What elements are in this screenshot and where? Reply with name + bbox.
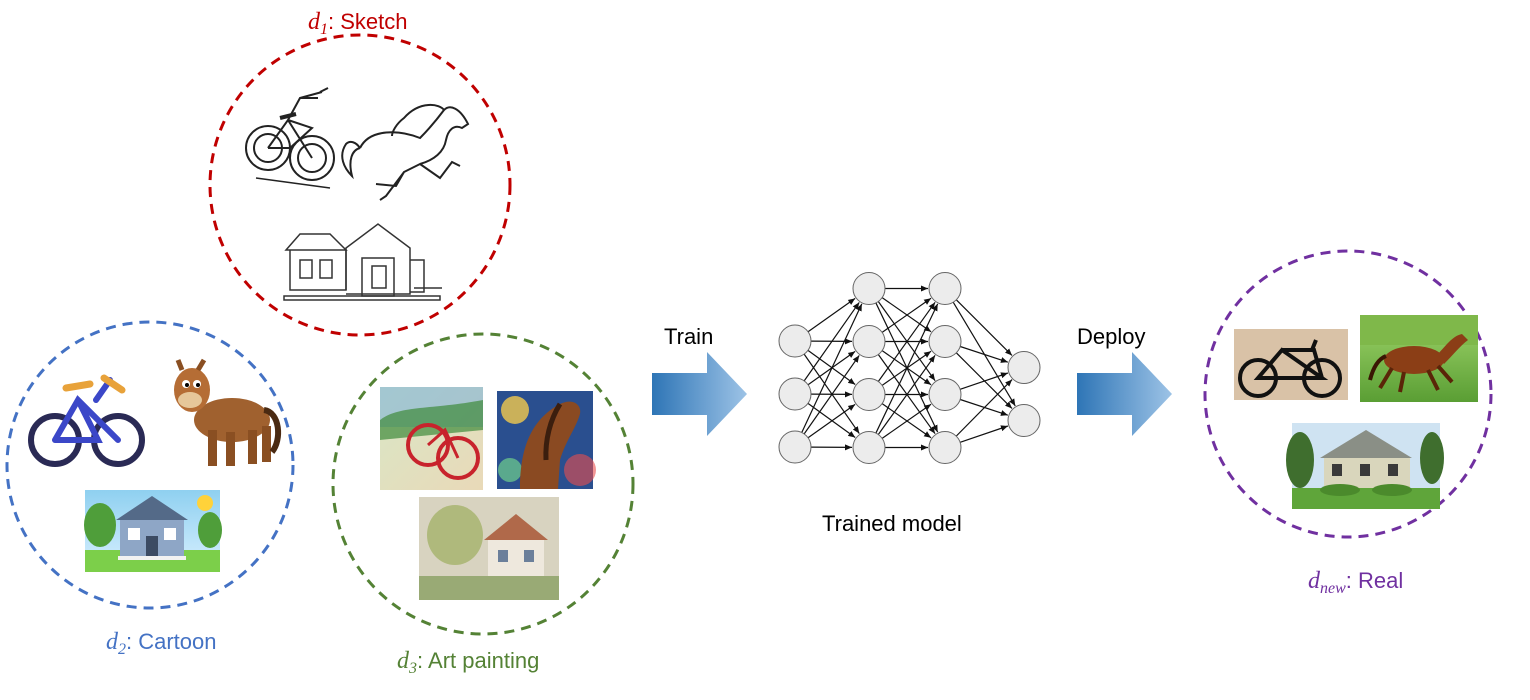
real-domain-var: d <box>1308 568 1320 594</box>
sketch-house-icon <box>283 223 442 301</box>
art-domain-sub: 3 <box>409 660 417 677</box>
art-bicycle-icon <box>380 387 483 490</box>
cartoon-domain-label: d2: Cartoon <box>106 629 217 659</box>
deploy-arrow <box>1077 352 1172 436</box>
cartoon-horse-icon <box>174 358 282 466</box>
real-domain-circle <box>1203 249 1493 539</box>
real-house-icon <box>1286 423 1444 509</box>
network-node-layer-3 <box>928 431 962 464</box>
train-label: Train <box>664 324 714 349</box>
real-domain-name: Real <box>1358 568 1404 593</box>
real-domain-sep: : <box>1345 568 1359 593</box>
network-node-layer-3 <box>928 378 962 411</box>
sketch-domain-sub: 1 <box>320 21 328 38</box>
network-node-layer-3 <box>928 325 962 358</box>
art-domain-var: d <box>397 648 409 674</box>
real-domain-sub: new <box>1320 580 1346 597</box>
network-edge <box>959 425 1009 443</box>
network-node-layer-2 <box>852 325 886 358</box>
cartoon-domain-var: d <box>106 629 118 655</box>
art-domain-label: d3: Art painting <box>397 648 539 678</box>
network-edge <box>877 354 936 435</box>
network-edge <box>959 372 1009 390</box>
network-edge <box>803 302 860 382</box>
art-domain-circle <box>331 332 635 636</box>
network-node-layer-1 <box>778 377 812 411</box>
network-node-layer-2 <box>852 272 886 305</box>
network-node-layer-1 <box>778 430 812 464</box>
network-node-layer-2 <box>852 431 886 464</box>
sketch-domain-sep: : <box>328 9 341 34</box>
cartoon-domain-name: Cartoon <box>138 629 217 654</box>
network-edge <box>881 403 932 439</box>
network-edge <box>803 355 860 435</box>
sketch-horse-icon <box>341 104 470 201</box>
art-domain-name: Art painting <box>428 648 540 673</box>
trained-model-label: Trained model <box>822 511 962 536</box>
art-house-icon <box>419 497 559 600</box>
network-edge <box>801 303 863 433</box>
sketch-domain-label: d1: Sketch <box>308 9 408 39</box>
network-edge <box>955 299 1013 356</box>
train-arrow <box>652 352 747 436</box>
sketch-domain-var: d <box>308 9 320 35</box>
network-edge <box>955 379 1013 437</box>
network-node-layer-4 <box>1007 351 1041 384</box>
real-horse-icon <box>1360 315 1478 402</box>
sketch-domain-circle <box>208 33 512 337</box>
real-domain-label: dnew: Real <box>1308 568 1403 598</box>
deploy-label: Deploy <box>1077 324 1146 349</box>
cartoon-domain-circle <box>5 320 295 610</box>
network-node-layer-4 <box>1007 404 1041 437</box>
sketch-domain-name: Sketch <box>340 9 408 34</box>
neural-network <box>778 272 1041 464</box>
network-connections <box>801 285 1016 451</box>
cartoon-bicycle-icon <box>28 374 145 467</box>
real-bicycle-icon <box>1234 329 1348 400</box>
art-horse-icon <box>497 391 596 489</box>
network-node-layer-2 <box>852 378 886 411</box>
cartoon-domain-sub: 2 <box>118 641 126 658</box>
network-edge <box>807 297 856 333</box>
network-node-layer-3 <box>928 272 962 305</box>
network-node-layer-1 <box>778 324 812 358</box>
network-edge <box>960 345 1009 363</box>
art-domain-sep: : <box>417 648 429 673</box>
network-edge <box>881 297 932 333</box>
cartoon-domain-sep: : <box>126 629 139 654</box>
cartoon-house-icon <box>84 490 222 572</box>
network-edge <box>875 303 939 434</box>
sketch-bicycle-icon <box>245 87 335 189</box>
network-edge <box>877 301 936 382</box>
network-edge <box>807 403 856 439</box>
